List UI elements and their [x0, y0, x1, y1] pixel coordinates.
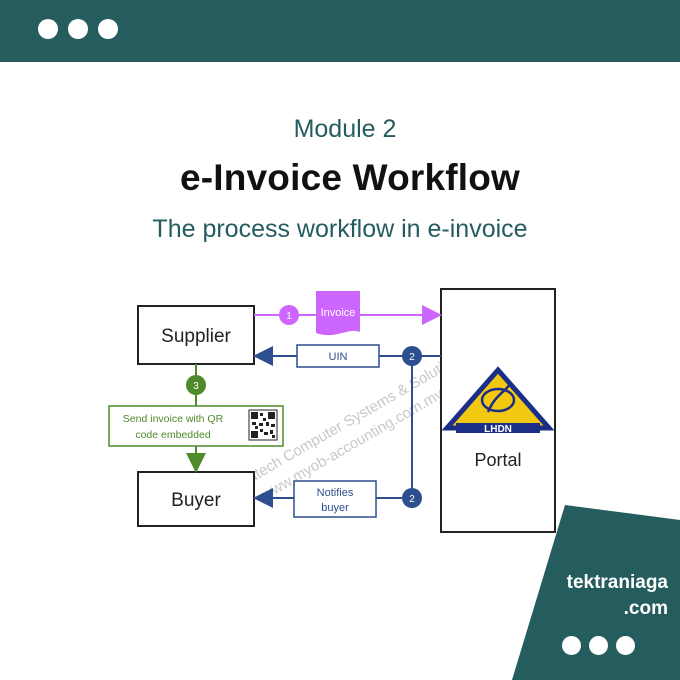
supplier-label: Supplier: [161, 326, 231, 347]
supplier-box: [137, 305, 255, 365]
buyer-label: Buyer: [171, 490, 221, 511]
page-title: e-Invoice Workflow: [179, 157, 521, 198]
step-3-badge: [186, 375, 206, 395]
window-dots-bottom: [562, 636, 635, 655]
send-invoice-line-1: Send invoice with QR: [123, 413, 224, 425]
invoice-document-label: Invoice: [321, 307, 356, 319]
step-1-number: 1: [286, 311, 292, 322]
brand-line-2: .com: [623, 598, 668, 619]
qr-code-icon: [248, 409, 278, 441]
step-1-badge: [279, 305, 299, 325]
dot-icon: [562, 636, 581, 655]
window-dots-top: [38, 19, 118, 39]
portal-label: Portal: [474, 450, 521, 470]
step-2-badge-bottom: [402, 488, 422, 508]
dot-icon: [589, 636, 608, 655]
step-2-badge-top: [402, 346, 422, 366]
notify-label-line-2: buyer: [321, 502, 349, 514]
lhdn-logo-text: LHDN: [484, 424, 512, 435]
notify-label-box: [293, 480, 377, 518]
dot-icon: [616, 636, 635, 655]
invoice-document-icon: [316, 291, 360, 336]
step-3-number: 3: [193, 381, 199, 392]
send-invoice-line-2: code embedded: [135, 429, 210, 441]
uin-label: UIN: [329, 351, 348, 363]
step-2-number-bottom: 2: [409, 494, 415, 505]
lhdn-logo: LHDN: [441, 366, 555, 435]
dot-icon: [98, 19, 118, 39]
dot-icon: [68, 19, 88, 39]
brand-line-1: tektraniaga: [566, 572, 668, 593]
page-subtitle: The process workflow in e-invoice: [152, 215, 528, 243]
brand-mark: tektraniaga .com: [567, 570, 668, 622]
notify-label-line-1: Notifies: [317, 487, 354, 499]
module-label: Module 2: [293, 115, 397, 143]
dot-icon: [38, 19, 58, 39]
uin-label-box: [296, 344, 380, 368]
step-2-number-top: 2: [409, 352, 415, 363]
